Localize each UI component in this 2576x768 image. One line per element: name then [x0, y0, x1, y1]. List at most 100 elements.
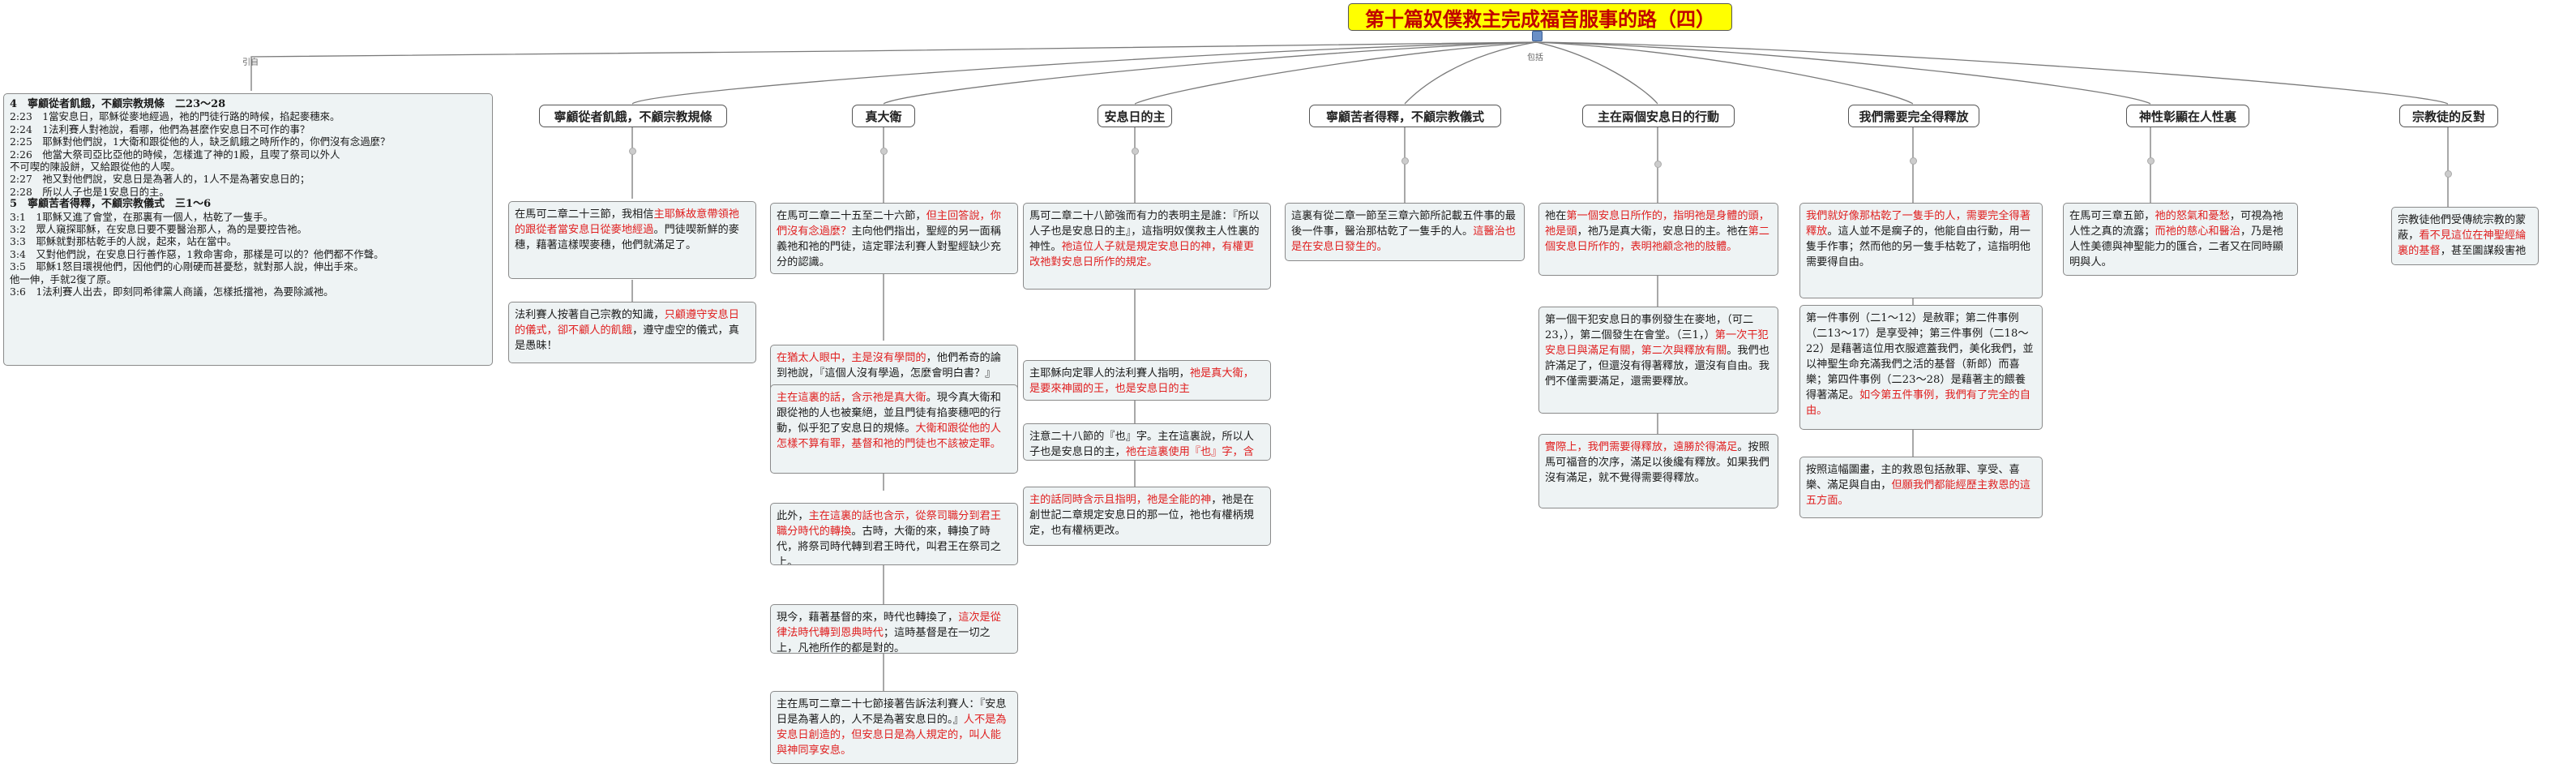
- branch-dot: [2147, 157, 2155, 165]
- note-highlight-text: 主的話同時含示且指明，祂是全能的神: [1029, 494, 1212, 506]
- branch-dot: [880, 148, 888, 155]
- scripture-verse: 他一伸，手就2復了原。: [10, 272, 117, 285]
- note-highlight-text: 看不見這位在神聖經綸裏的基督: [2398, 230, 2527, 257]
- note-text: 在馬可二章二十五至二十六節，: [777, 210, 926, 222]
- note-text: 這裏有從二章一節至三章六節所記載五件事的最後一件事，醫治那枯乾了一隻手的人。: [1291, 210, 1516, 238]
- note-text: 主向他們指出，聖經的另一面稱義祂和祂的門徒，這定罪法利賽人對聖經缺少充分的認識。: [777, 225, 1001, 268]
- branch-dot: [1132, 148, 1139, 155]
- note-text: ，他們希奇的論到祂說，『這個人沒有學過，怎麼會明白書？』: [777, 352, 1001, 380]
- note-topic7-1[interactable]: 在馬可三章五節，祂的怒氣和憂愁，可視為祂人性之真的流露；而祂的慈心和醫治，乃是祂…: [2063, 203, 2298, 276]
- note-text: 現今，藉著基督的來，時代也轉換了，: [777, 611, 959, 624]
- note-topic6-3[interactable]: 按照這幅圖畫，主的救恩包括赦罪、享受、喜樂、滿足與自由，但願我們都能經歷主救恩的…: [1799, 457, 2043, 518]
- note-text: ，祂乃是真大衛，安息日的主。祂在: [1577, 225, 1748, 238]
- note-highlight-text: 而祂的慈心和醫治: [2155, 225, 2241, 238]
- scripture-heading: 5 寧顧苦者得釋，不顧宗教儀式 三1～6: [10, 198, 212, 211]
- note-text: 宗教徒他們受傳統宗教的蒙蔽，: [2398, 214, 2527, 242]
- note-topic3-4[interactable]: 主的話同時含示且指明，祂是全能的神，祂是在創世記二章規定安息日的那一位，祂也有權…: [1023, 487, 1271, 546]
- note-topic2-3[interactable]: 主在這裏的話，含示祂是真大衛。現今真大衛和跟從祂的人也被棄絕，並且門徒有掐麥穗吧…: [770, 384, 1018, 474]
- note-highlight-text: 在猶太人眼中，: [777, 352, 852, 364]
- topic-7[interactable]: 神性彰顯在人性裏: [2126, 105, 2249, 127]
- note-text: 第一個干犯安息日的事例發生在麥地，（可二23，），第二個發生在會堂。（三1，）: [1545, 314, 1754, 341]
- note-topic3-1[interactable]: 馬可二章二十八節強而有力的表明主是誰：『所以人子也是安息日的主』，這指明奴僕救主…: [1023, 203, 1271, 290]
- note-topic5-1[interactable]: 祂在第一個安息日所作的，指明祂是身體的頭，祂是頭，祂乃是真大衛，安息日的主。祂在…: [1538, 203, 1778, 276]
- scripture-verse: 2:26 他當大祭司亞比亞他的時候，怎樣進了神的1殿，且喫了祭司以外人: [10, 148, 340, 161]
- scripture-verse: 2:24 1法利賽人對祂說，看哪，他們為甚麼作安息日不可作的事？: [10, 122, 310, 135]
- note-text: 馬可二章二十八節強而有力的表明主是誰：『所以人子也是安息日的主』，這指明奴僕救主…: [1029, 210, 1260, 253]
- branch-dot: [629, 148, 636, 155]
- note-highlight-text: 主在這裏的話，含示祂是真大衛: [777, 392, 926, 404]
- note-topic1-1[interactable]: 在馬可二章二十三節，我相信主耶穌故意帶領祂的跟從者當安息日從麥地經過。門徒喫新鮮…: [508, 201, 756, 279]
- topic-4[interactable]: 寧顧苦者得釋，不顧宗教儀式: [1309, 105, 1501, 127]
- note-topic4-1[interactable]: 這裏有從二章一節至三章六節所記載五件事的最後一件事，醫治那枯乾了一隻手的人。這醫…: [1285, 203, 1525, 261]
- branch-dot: [1401, 157, 1409, 165]
- note-highlight-text: 祂的怒氣和憂愁: [2155, 210, 2230, 222]
- scripture-heading: 4 寧顧從者飢餓，不顧宗教規條 二23～28: [10, 98, 226, 110]
- note-topic1-2[interactable]: 法利賽人按著自己宗教的知識，只顧遵守安息日的儀式，卻不顧人的飢餓，遵守虛空的儀式…: [508, 302, 756, 363]
- note-text: 。現今真大衛和跟從祂的人也被棄絕，並且門徒有掐麥穗吧的行動，似乎犯了安息日的規條…: [777, 392, 1001, 435]
- note-highlight-text: 第一個安息日所作的，指明祂是身體的頭，祂是頭: [1545, 210, 1769, 238]
- note-text: ，乃是祂人性美德與神聖能力的匯合，二者又在同時顯明與人。: [2069, 225, 2283, 268]
- edge-label-left: 引自: [242, 58, 259, 67]
- branch-dot: [1654, 161, 1662, 168]
- scripture-verse: 3:1 1耶穌又進了會堂，在那裏有一個人，枯乾了一隻手。: [10, 210, 274, 223]
- central-topic[interactable]: 第十篇奴僕救主完成福音服事的路（四）: [1348, 3, 1732, 31]
- note-text: 第一件事例（二1～12）是赦罪；第二件事例（二13～17）是享受神；第三件事例（…: [1806, 312, 2034, 401]
- note-topic3-3[interactable]: 注意二十八節的『也』字。主在這裏說，所以人子也是安息日的主，祂在這裏使用『也』字…: [1023, 423, 1271, 461]
- scripture-verse: 3:2 眾人窺探耶穌，在安息日要不要醫治那人，為的是要控告祂。: [10, 223, 307, 236]
- note-topic8-1[interactable]: 宗教徒他們受傳統宗教的蒙蔽，看不見這位在神聖經綸裏的基督，甚至圖謀殺害祂: [2391, 207, 2539, 265]
- topic-5[interactable]: 主在兩個安息日的行動: [1582, 105, 1735, 127]
- scripture-verse: 2:25 耶穌對他們說，1大衛和跟從他的人，缺乏飢餓之時所作的，你們沒有念過麼？: [10, 135, 391, 148]
- note-text: 。門徒喫新鮮的麥穗，藉著這樣喫麥穗，他們就滿足了。: [515, 224, 739, 251]
- note-highlight-text: 如今第五件事例，我們有了完全的自由。: [1806, 389, 2030, 417]
- note-highlight-text: 主是沒有學問的: [851, 352, 926, 364]
- scripture-verse: 不可喫的陳設餅，又給跟從他的人喫。: [10, 161, 181, 174]
- topic-2[interactable]: 真大衛: [852, 105, 915, 127]
- scripture-verse: 3:3 耶穌就對那枯乾手的人說，起來，站在當中。: [10, 235, 237, 248]
- note-highlight-text: 祂是真大衛，是要來神國的王，也是安息日的主: [1029, 367, 1254, 395]
- note-text: ，可視為祂人性之真的流露；: [2069, 210, 2283, 238]
- note-text: 在馬可二章二十三節，我相信: [515, 208, 654, 221]
- note-topic6-2[interactable]: 第一件事例（二1～12）是赦罪；第二件事例（二13～17）是享受神；第三件事例（…: [1799, 305, 2043, 430]
- note-text: 。按照馬可福音的次序，滿足以後纔有釋放。如果我們沒有滿足，就不覺得需要得釋放。: [1545, 441, 1769, 484]
- note-text: 。古時，大衛的來，轉換了時代，將祭司時代轉到君王時代，叫君王在祭司之上。: [777, 526, 1001, 565]
- note-topic2-4[interactable]: 此外，主在這裏的話也含示，從祭司職分到君王職分時代的轉換。古時，大衛的來，轉換了…: [770, 503, 1018, 565]
- note-text: 。這人並不是瘸子的，他能自由行動，用一隻手作事；然而他的另一隻手枯乾了，這指明他…: [1806, 225, 2030, 268]
- note-highlight-text: 主在這裏的話也含示，從祭司職分到君王職分時代的轉換: [777, 510, 1001, 538]
- note-text: 。我們也許滿足了，但還沒有得著釋放，還沒有自由。我們不僅需要滿足，還需要釋放。: [1545, 345, 1769, 388]
- note-text: 法利賽人按著自己宗教的知識，: [515, 309, 665, 321]
- note-highlight-text: 這醫治也是在安息日發生的。: [1291, 225, 1516, 253]
- note-text: 注意二十八節的『也』字。主在這裏說，所以人子也是安息日的主，: [1029, 431, 1254, 458]
- note-highlight-text: 祂在這裏使用『也』字，含示祂不僅是一件事物的主，更是一切（包括安息日）的主。: [1125, 446, 1254, 458]
- note-text: 祂在: [1545, 210, 1567, 222]
- note-text: ，甚至圖謀殺害祂: [2440, 245, 2527, 257]
- branch-dot: [1910, 157, 1917, 165]
- note-highlight-text: 第二個安息日所作的，表明祂顧念祂的肢體。: [1545, 225, 1769, 253]
- topic-8[interactable]: 宗教徒的反對: [2399, 105, 2498, 127]
- note-text: 主在馬可二章二十七節接著告訴法利賽人：『安息日是為著人的，人不是為著安息日的。』: [777, 698, 1007, 726]
- topic-6[interactable]: 我們需要完全得釋放: [1848, 105, 1979, 127]
- note-topic3-2[interactable]: 主耶穌向定罪人的法利賽人指明，祂是真大衛，是要來神國的王，也是安息日的主: [1023, 360, 1271, 401]
- branch-dot: [2445, 170, 2452, 178]
- note-text: 按照這幅圖畫，主的救恩包括赦罪、享受、喜樂、滿足與自由，: [1806, 464, 2020, 491]
- note-highlight-text: 但主回答說，你們沒有念過麼？: [777, 210, 1001, 238]
- note-topic2-1[interactable]: 在馬可二章二十五至二十六節，但主回答說，你們沒有念過麼？主向他們指出，聖經的另一…: [770, 203, 1018, 274]
- note-topic2-6[interactable]: 主在馬可二章二十七節接著告訴法利賽人：『安息日是為著人的，人不是為著安息日的。』…: [770, 691, 1018, 764]
- note-topic5-2[interactable]: 第一個干犯安息日的事例發生在麥地，（可二23，），第二個發生在會堂。（三1，）第…: [1538, 307, 1778, 414]
- scripture-verse: 2:23 1當安息日，耶穌從麥地經過，祂的門徒行路的時候，掐起麥穗來。: [10, 110, 340, 123]
- note-highlight-text: 大衛和跟從他的人怎樣不算有罪，基督和祂的門徒也不該被定罪。: [777, 423, 1001, 450]
- scripture-verse: 3:5 耶穌1怒目環視他們，因他們的心剛硬而甚憂愁，就對那人說，伸出手來。: [10, 260, 364, 273]
- note-topic6-1[interactable]: 我們就好像那枯乾了一隻手的人，需要完全得著釋放。這人並不是瘸子的，他能自由行動，…: [1799, 203, 2043, 298]
- topic-1[interactable]: 寧顧從者飢餓，不顧宗教規條: [539, 105, 727, 127]
- scripture-verse: 3:4 又對他們說，在安息日行善作惡，1救命害命，那樣是可以的？他們都不作聲。: [10, 247, 384, 260]
- note-highlight-text: 我們就好像那枯乾了一隻手的人，需要完全得著釋放: [1806, 210, 2030, 238]
- note-topic2-5[interactable]: 現今，藉著基督的來，時代也轉換了，這次是從律法時代轉到恩典時代；這時基督是在一切…: [770, 604, 1018, 654]
- note-topic5-3[interactable]: 實際上，我們需要得釋放，遠勝於得滿足。按照馬可福音的次序，滿足以後纔有釋放。如果…: [1538, 434, 1778, 508]
- topic-3[interactable]: 安息日的主: [1098, 105, 1172, 127]
- note-text: 此外，: [777, 510, 809, 522]
- note-text: ，遵守虛空的儀式，真是愚昧！: [515, 324, 739, 352]
- edge-label-right: 包括: [1527, 54, 1543, 62]
- note-icon: [1532, 31, 1543, 41]
- note-highlight-text: 第一次干犯安息日與滿足有關，第二次與釋放有關: [1545, 329, 1769, 357]
- note-highlight-text: 這次是從律法時代轉到恩典時代: [777, 611, 1001, 639]
